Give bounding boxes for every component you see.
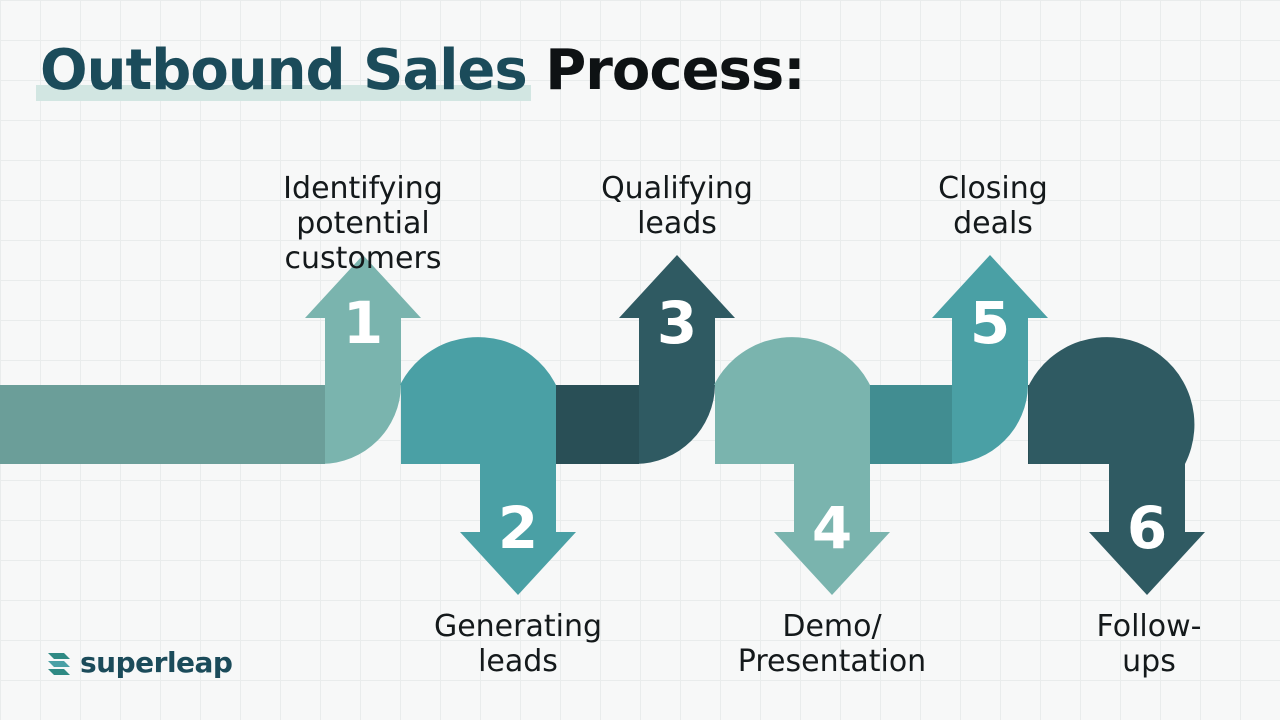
step-5-label: Closing deals xyxy=(938,171,1048,241)
step-4-label: Demo/ Presentation xyxy=(737,609,927,679)
step-4-number: 4 xyxy=(812,494,852,562)
step-2-arrow-shape xyxy=(400,337,576,595)
step-3-label: Qualifying leads xyxy=(601,171,753,241)
step-2-arrow xyxy=(400,337,576,595)
step-5-band-shade xyxy=(870,385,952,464)
page-title: Outbound Sales Process: xyxy=(40,36,806,106)
step-6-band-shade xyxy=(1028,385,1029,464)
step-1-band-shade xyxy=(0,385,325,464)
step-1-label: Identifying potential customers xyxy=(283,171,443,276)
logo-text: superleap xyxy=(80,646,233,679)
title-highlight: Outbound Sales xyxy=(40,38,528,103)
step-2-number: 2 xyxy=(498,494,538,562)
step-6-arrow-shape xyxy=(1028,337,1205,595)
step-6-label: Follow- ups xyxy=(1096,609,1202,679)
step-6-arrow xyxy=(1028,337,1205,595)
step-2-label: Generating leads xyxy=(433,609,603,679)
step-3-arrow xyxy=(556,255,735,464)
step-3-band-shade xyxy=(556,385,639,464)
step-5-arrow xyxy=(870,255,1048,464)
step-3-number: 3 xyxy=(657,289,697,357)
title-rest: Process: xyxy=(526,38,805,103)
step-1-arrow xyxy=(0,255,421,464)
step-1-number: 1 xyxy=(343,289,383,357)
step-6-number: 6 xyxy=(1127,494,1167,562)
superleap-logo: superleap xyxy=(44,646,233,679)
step-4-arrow-shape xyxy=(714,337,890,595)
step-4-arrow xyxy=(714,337,890,595)
step-5-number: 5 xyxy=(970,289,1010,357)
superleap-logo-icon xyxy=(48,652,70,675)
